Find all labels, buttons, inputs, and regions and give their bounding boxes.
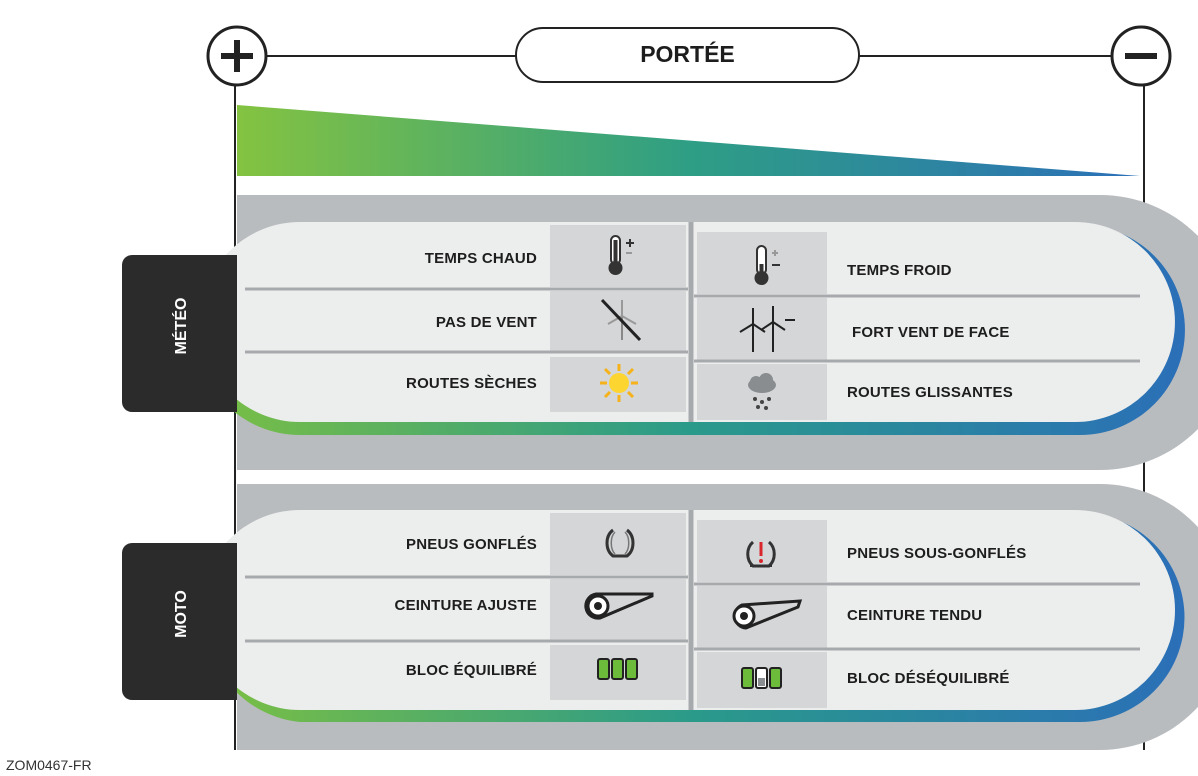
moto-left-label: BLOC ÉQUILIBRÉ [405, 662, 537, 679]
belt-adjusted-icon [584, 592, 654, 620]
thermometer-cold-icon [754, 245, 780, 285]
moto-tab-label: MOTO [173, 590, 190, 638]
tire-warning-icon [746, 540, 776, 568]
tire-icon [605, 528, 635, 558]
wind-turbines-icon [739, 306, 795, 352]
no-wind-turbine-icon [600, 298, 642, 342]
figure-code: ZOM0467-FR [6, 757, 92, 773]
battery-unbalanced-icon [741, 667, 782, 689]
meteo-right-label: TEMPS FROID [847, 262, 952, 279]
moto-left-label: CEINTURE AJUSTE [394, 597, 537, 614]
belt-tight-icon [732, 599, 803, 630]
rain-cloud-icon [748, 373, 776, 410]
meteo-right-label: FORT VENT DE FACE [852, 324, 1010, 341]
meteo-tab [122, 255, 237, 412]
meteo-left-label: TEMPS CHAUD [424, 250, 537, 267]
moto-left-label: PNEUS GONFLÉS [406, 536, 537, 553]
moto-right-label: PNEUS SOUS-GONFLÉS [847, 545, 1027, 562]
meteo-left-label: ROUTES SÈCHES [406, 375, 537, 392]
moto-right-label: BLOC DÉSÉQUILIBRÉ [847, 670, 1010, 687]
sun-icon [600, 364, 638, 402]
range-wedge [237, 105, 1140, 176]
meteo-right-label: ROUTES GLISSANTES [847, 384, 1013, 401]
page-title: PORTÉE [640, 41, 735, 67]
title-pill [515, 27, 860, 83]
meteo-left-label: PAS DE VENT [435, 314, 537, 331]
thermometer-hot-icon [608, 235, 634, 275]
moto-right-label: CEINTURE TENDU [847, 607, 983, 624]
moto-tab [122, 543, 237, 700]
battery-balanced-icon [597, 658, 638, 680]
meteo-tab-label: MÉTÉO [173, 297, 190, 355]
